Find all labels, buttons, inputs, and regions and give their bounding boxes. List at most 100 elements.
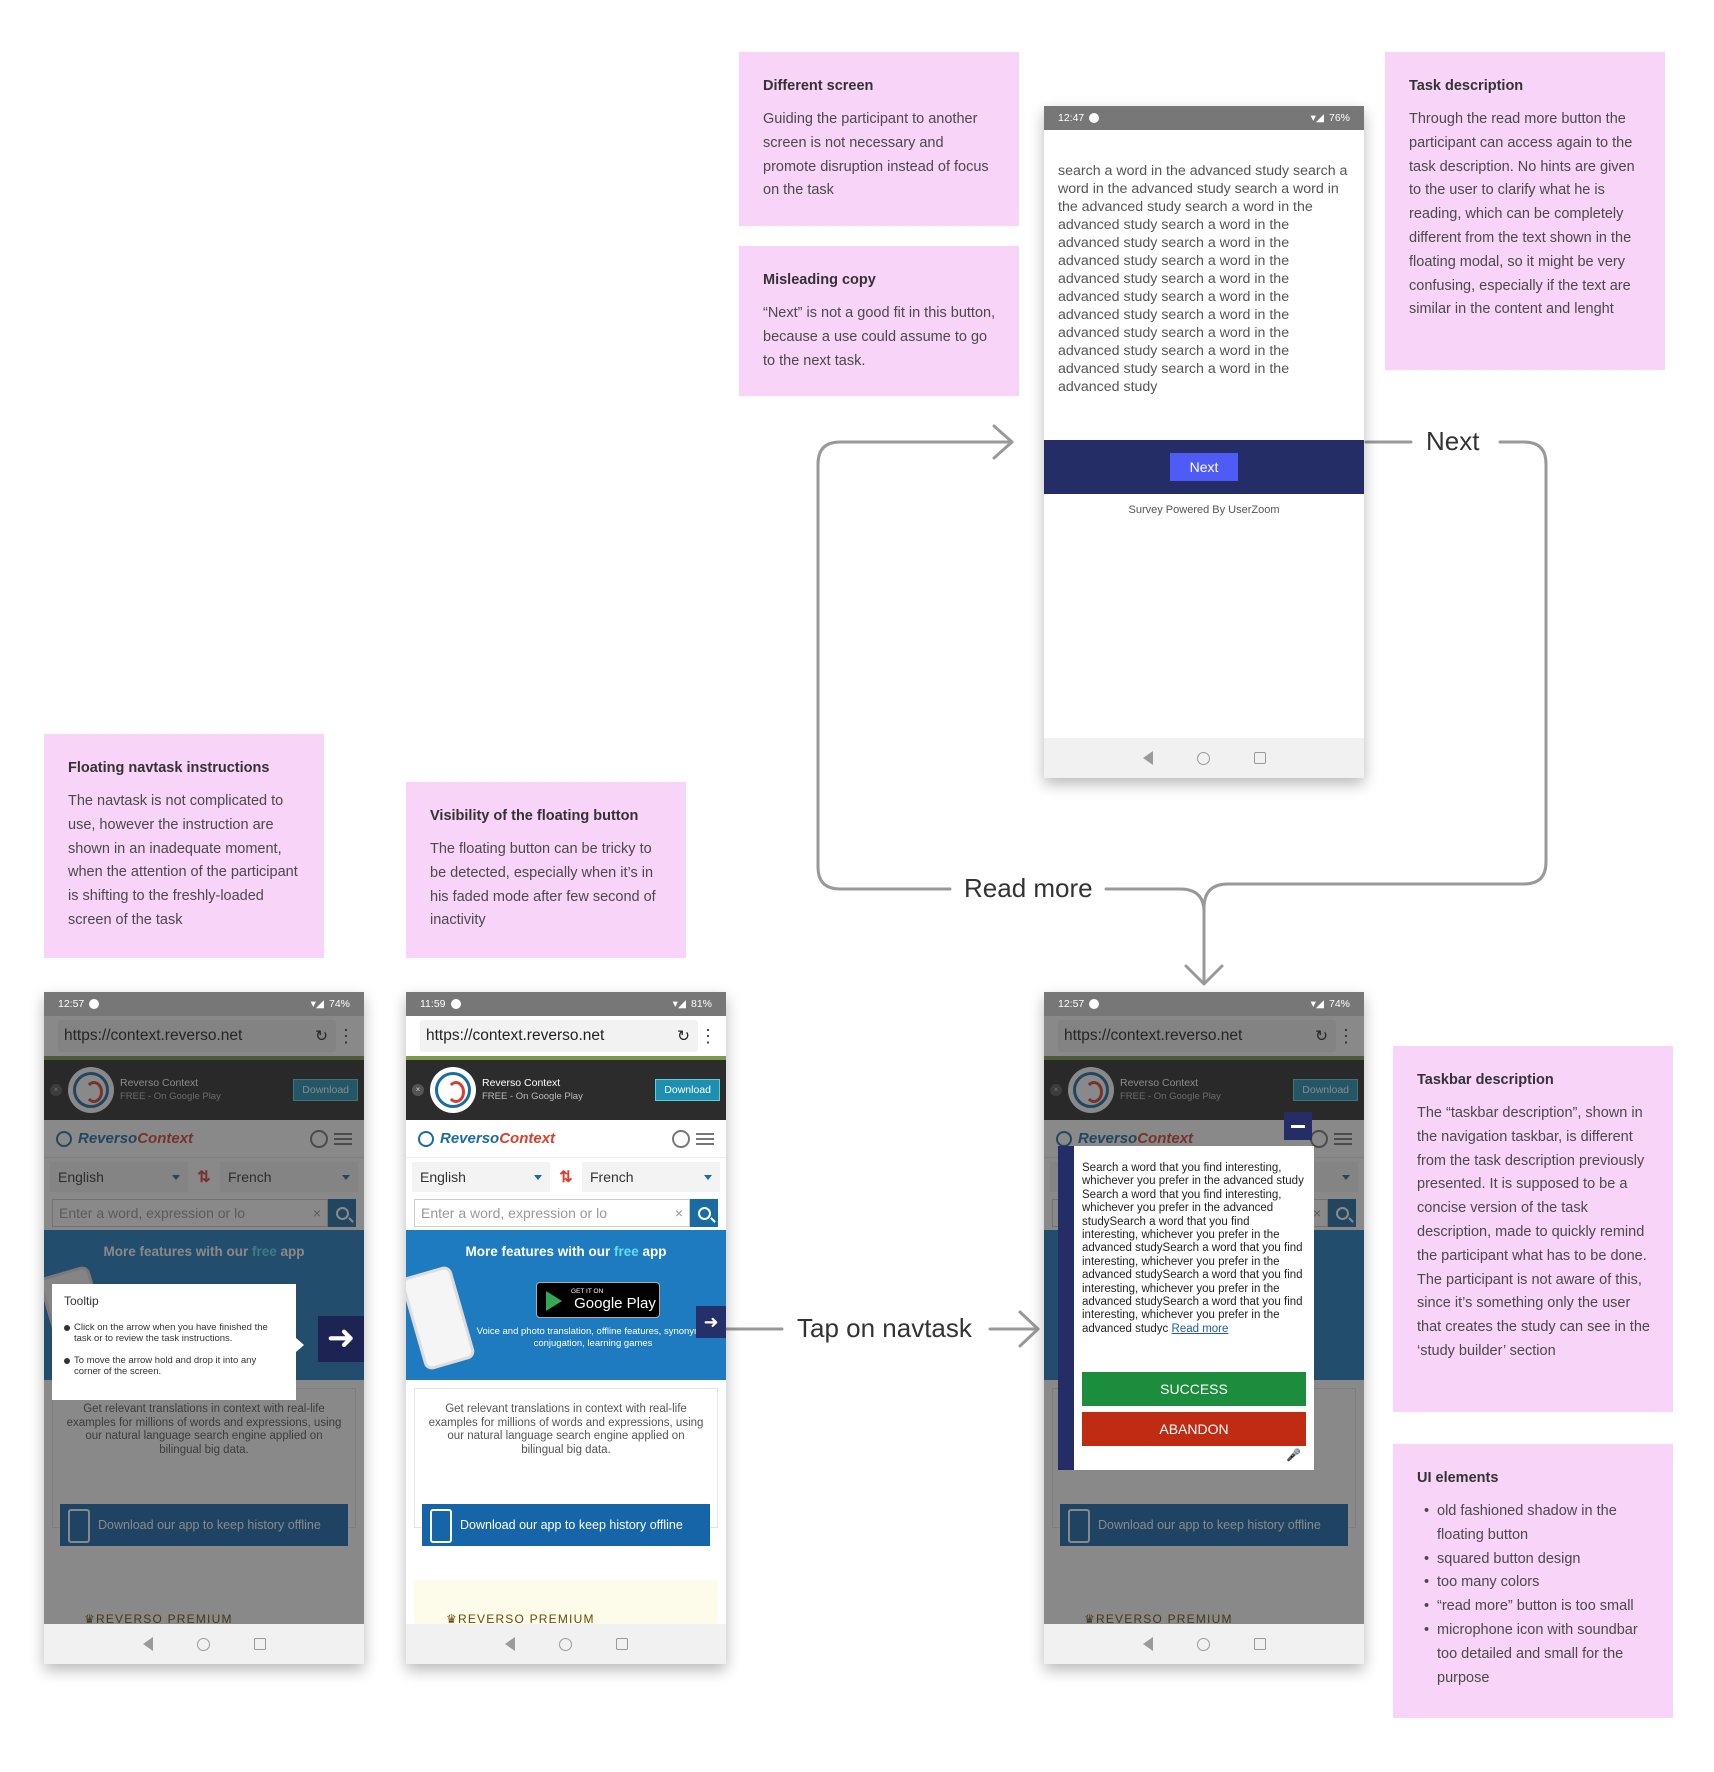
brand-logo-icon xyxy=(418,1130,434,1147)
note-misleading-copy: Misleading copy “Next” is not a good fit… xyxy=(739,246,1019,396)
read-more-link[interactable]: Read more xyxy=(1171,1322,1229,1335)
recents-icon[interactable] xyxy=(253,1638,266,1650)
download-app-button[interactable]: Download our app to keep history offline xyxy=(422,1504,710,1546)
minus-icon xyxy=(1291,1124,1305,1128)
navtask-description: Search a word that you find interesting,… xyxy=(1082,1162,1306,1336)
close-icon[interactable]: × xyxy=(412,1084,424,1096)
url-text: https://context.reverso.net xyxy=(426,1027,605,1044)
android-nav-bar xyxy=(406,1624,726,1664)
battery-level: 81% xyxy=(690,998,712,1010)
status-time: 12:57 xyxy=(58,998,85,1010)
list-item: microphone icon with soundbar too detail… xyxy=(1417,1619,1650,1690)
status-bar: 12:47 ▾◢76% xyxy=(1044,106,1364,130)
tooltip-title: Tooltip xyxy=(64,1294,99,1308)
download-button[interactable]: Download xyxy=(655,1079,720,1101)
home-icon[interactable] xyxy=(1196,1637,1210,1651)
flow-label-next: Next xyxy=(1426,426,1480,456)
task-text: search a word in the advanced study sear… xyxy=(1058,163,1348,395)
search-button[interactable] xyxy=(690,1199,718,1227)
next-button[interactable]: Next xyxy=(1169,453,1239,481)
abandon-button[interactable]: ABANDON xyxy=(1082,1412,1306,1446)
home-icon[interactable] xyxy=(196,1637,210,1651)
promo-app-sub: FREE - On Google Play xyxy=(482,1091,583,1102)
note-taskbar-description: Taskbar description The “taskbar descrip… xyxy=(1393,1046,1673,1412)
back-icon[interactable] xyxy=(504,1637,515,1651)
features-subtitle: Voice and photo translation, offline fea… xyxy=(476,1326,710,1349)
back-icon[interactable] xyxy=(1142,1637,1153,1651)
hamburger-icon[interactable] xyxy=(696,1132,714,1145)
note-floating-navtask: Floating navtask instructions The navtas… xyxy=(44,734,324,958)
note-task-description: Task description Through the read more b… xyxy=(1385,52,1665,370)
status-bar: 12:57 ▾◢74% xyxy=(1044,992,1364,1016)
home-icon[interactable] xyxy=(558,1637,572,1651)
signal-icon: ▾◢ xyxy=(1310,112,1324,124)
phone-navtask-open: 12:57 ▾◢74% https://context.reverso.net↻… xyxy=(1044,992,1364,1664)
minimize-button[interactable] xyxy=(1284,1112,1312,1140)
features-title: More features with our free app xyxy=(406,1230,726,1259)
note-body: The floating button can be tricky to be … xyxy=(430,841,656,929)
back-icon[interactable] xyxy=(1142,751,1153,765)
read-more-arrowhead xyxy=(992,424,1014,460)
brand-name[interactable]: ReversoContext xyxy=(440,1130,555,1147)
navtask-text: Search a word that you find interesting,… xyxy=(1082,1162,1304,1335)
tooltip-item: Click on the arrow when you have finishe… xyxy=(64,1322,284,1345)
next-loop-line xyxy=(1202,440,1548,984)
features-title-b: app xyxy=(638,1244,667,1259)
note-visibility-button: Visibility of the floating button The fl… xyxy=(406,782,686,958)
features-banner: More features with our free app GET IT O… xyxy=(406,1230,726,1380)
flow-label-read-more: Read more xyxy=(964,873,1093,903)
floating-arrow-button[interactable]: ➜ xyxy=(696,1306,726,1338)
flow-label-tap-navtask: Tap on navtask xyxy=(797,1313,972,1343)
url-field[interactable]: https://context.reverso.net ↻ xyxy=(420,1020,698,1052)
note-body: Guiding the participant to another scree… xyxy=(763,111,989,199)
android-nav-bar xyxy=(1044,738,1364,778)
phone-illustration xyxy=(406,1264,477,1372)
recents-icon[interactable] xyxy=(1253,1638,1266,1650)
reload-icon[interactable]: ↻ xyxy=(677,1027,690,1045)
signal-icon: ▾◢ xyxy=(1310,998,1324,1010)
navtask-tooltip: Tooltip Click on the arrow when you have… xyxy=(52,1284,304,1400)
search-input[interactable]: Enter a word, expression or lo × xyxy=(414,1199,690,1227)
microphone-icon[interactable]: 🎤 xyxy=(1286,1448,1301,1462)
note-title: UI elements xyxy=(1417,1470,1499,1486)
target-language-select[interactable]: French xyxy=(582,1162,720,1192)
note-body: The “taskbar description”, shown in the … xyxy=(1417,1105,1650,1359)
floating-arrow-button[interactable]: ➜ xyxy=(318,1316,364,1362)
phone-task-description: 12:47 ▾◢76% search a word in the advance… xyxy=(1044,106,1364,778)
browser-url-bar: https://context.reverso.net ↻ ⋮ xyxy=(406,1016,726,1060)
recents-icon[interactable] xyxy=(1253,752,1266,764)
premium-label[interactable]: REVERSO PREMIUM xyxy=(446,1612,595,1626)
gplay-big: Google Play xyxy=(574,1295,656,1312)
note-title: Visibility of the floating button xyxy=(430,808,639,824)
user-icon[interactable] xyxy=(672,1129,690,1148)
site-header: ReversoContext xyxy=(406,1120,726,1158)
note-ui-elements: UI elements old fashioned shadow in the … xyxy=(1393,1444,1673,1718)
menu-icon[interactable]: ⋮ xyxy=(699,1026,717,1046)
home-icon[interactable] xyxy=(1196,751,1210,765)
android-nav-bar xyxy=(44,1624,364,1664)
note-title: Taskbar description xyxy=(1417,1072,1554,1088)
back-icon[interactable] xyxy=(142,1637,153,1651)
note-body: The navtask is not complicated to use, h… xyxy=(68,793,298,928)
success-button[interactable]: SUCCESS xyxy=(1082,1372,1306,1406)
list-item: too many colors xyxy=(1417,1571,1650,1595)
clear-icon[interactable]: × xyxy=(674,1205,683,1221)
ui-elements-list: old fashioned shadow in the floating but… xyxy=(1417,1500,1650,1690)
source-language-select[interactable]: English xyxy=(412,1162,550,1192)
battery-level: 74% xyxy=(328,998,350,1010)
phone-faded-button: 11:59 ▾◢81% https://context.reverso.net ↻… xyxy=(406,992,726,1664)
search-placeholder: Enter a word, expression or lo xyxy=(421,1205,607,1221)
note-title: Different screen xyxy=(763,78,874,94)
swap-languages-icon[interactable]: ⇅ xyxy=(559,1169,573,1186)
notification-icon xyxy=(1089,999,1100,1009)
notification-icon xyxy=(1089,113,1100,123)
navtask-card: Search a word that you find interesting,… xyxy=(1074,1146,1314,1470)
status-bar: 11:59 ▾◢81% xyxy=(406,992,726,1016)
note-title: Floating navtask instructions xyxy=(68,760,270,776)
notification-icon xyxy=(89,999,100,1009)
note-title: Misleading copy xyxy=(763,272,876,288)
recents-icon[interactable] xyxy=(615,1638,628,1650)
